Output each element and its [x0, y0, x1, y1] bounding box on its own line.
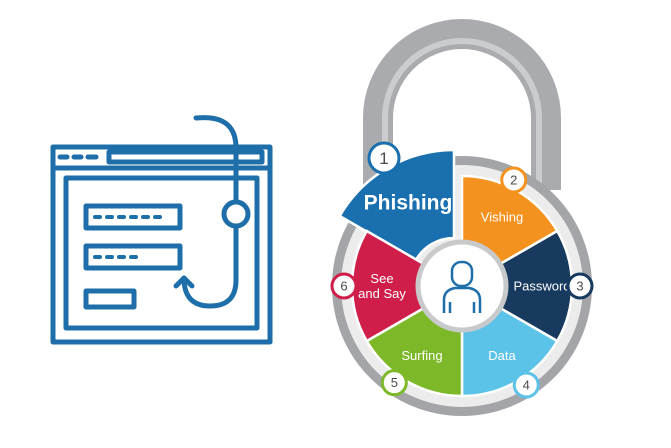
step-number: 4: [523, 377, 530, 392]
segment-label: Phishing: [364, 192, 453, 215]
address-bar-icon: [106, 149, 265, 165]
submit-button-icon: [83, 288, 137, 310]
browser-window-with-fishhook-icon: [50, 115, 273, 345]
segment-label: Data: [488, 348, 516, 363]
fishhook-icon: [181, 223, 239, 309]
padlock-shackle-highlight: [382, 38, 542, 190]
step-number-badge: [512, 371, 540, 399]
segment-label: Password: [513, 279, 570, 294]
step-number-badge: [367, 141, 401, 175]
browser-window-frame-icon: [50, 144, 273, 345]
segment-label: Surfing: [401, 348, 442, 363]
step-number-badge: [500, 166, 528, 194]
form-field-icon: [83, 203, 183, 231]
step-number: 3: [576, 279, 583, 294]
step-number: 1: [379, 149, 388, 168]
step-number: 2: [510, 172, 517, 187]
hook-ring-icon: [221, 199, 251, 229]
padlock-shackle: [363, 19, 561, 190]
form-field-icon: [83, 243, 183, 271]
fishing-line-icon: [193, 115, 239, 203]
step-number-badge: [380, 369, 408, 397]
step-number-badge: [566, 272, 594, 300]
step-number: 5: [391, 375, 398, 390]
step-number-badge: [330, 272, 358, 300]
user-outline-icon: [442, 260, 482, 313]
step-number: 6: [340, 279, 347, 294]
segment-label: Vishing: [481, 209, 523, 224]
